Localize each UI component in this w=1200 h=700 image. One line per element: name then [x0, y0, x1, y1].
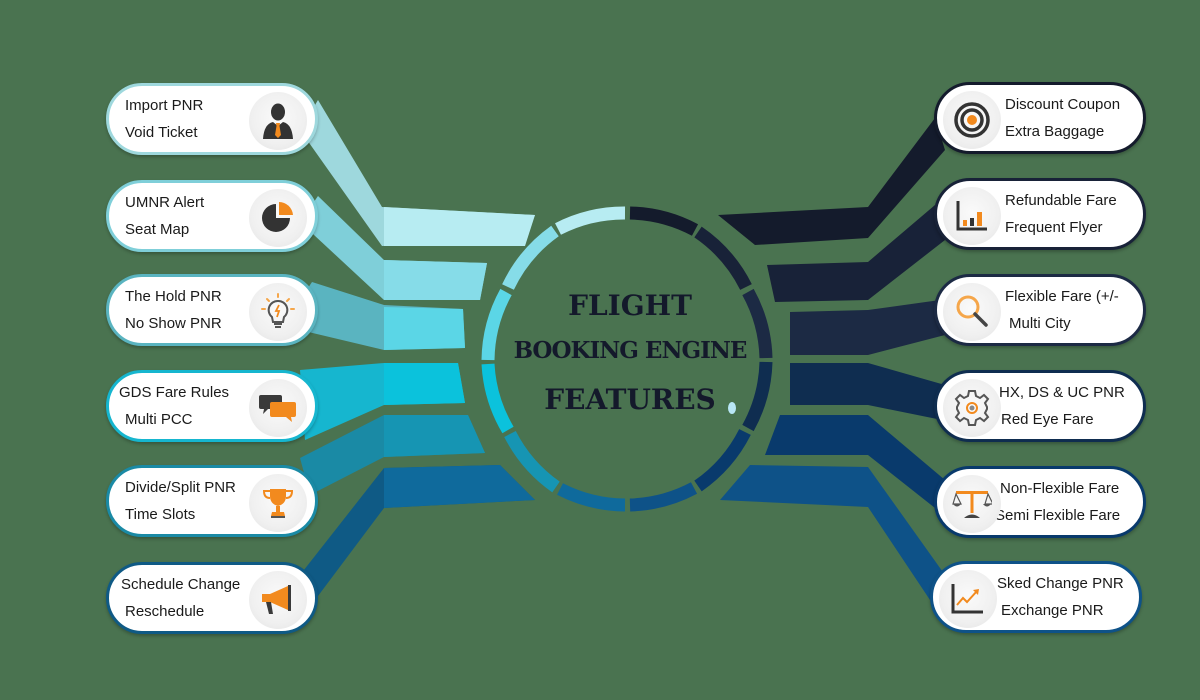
feature-label: Semi Flexible Fare: [995, 507, 1121, 524]
ring-seg-left-1: [555, 206, 626, 235]
ring-seg-right-6: [629, 482, 698, 512]
feature-card-schedule-change: Schedule Change Reschedule: [106, 562, 318, 634]
feature-label: HX, DS & UC PNR: [999, 384, 1125, 401]
ring-seg-left-5: [504, 430, 560, 493]
scales-icon: [943, 475, 1001, 533]
ring-seg-right-4: [742, 361, 773, 432]
lightbulb-icon: [249, 283, 307, 341]
feature-label: UMNR Alert: [125, 194, 205, 211]
feature-label: GDS Fare Rules: [119, 384, 230, 401]
feature-label: Import PNR: [125, 97, 204, 114]
feature-card-gds-fare-rules: GDS Fare Rules Multi PCC: [106, 370, 318, 442]
center-ring: [481, 206, 773, 512]
feature-card-refundable-fare: Refundable Fare Frequent Flyer: [934, 178, 1146, 250]
feature-card-hx-ds-uc-pnr: HX, DS & UC PNR Red Eye Fare: [934, 370, 1146, 442]
title-line-2: BOOKING ENGINE: [513, 337, 748, 364]
ring-seg-left-2: [502, 225, 559, 290]
feature-label: No Show PNR: [125, 315, 222, 332]
feature-label: Multi City: [1009, 315, 1071, 332]
connector-right-5: [765, 415, 945, 508]
connector-left-1-front: [384, 207, 535, 246]
connector-left-3-front: [384, 307, 465, 350]
connector-right-2: [767, 205, 945, 302]
trophy-icon: [249, 474, 307, 532]
gear-icon: [943, 379, 1001, 437]
growth-chart-icon: [939, 570, 997, 628]
feature-label: Non-Flexible Fare: [1000, 480, 1120, 497]
feature-label: Exchange PNR: [1001, 602, 1104, 619]
ring-seg-left-3: [481, 288, 512, 361]
feature-card-non-flexible-fare: Non-Flexible Fare Semi Flexible Fare: [934, 466, 1146, 538]
chat-bubbles-icon: [249, 379, 307, 437]
feature-label: Schedule Change: [121, 576, 241, 593]
businessman-icon: [249, 92, 307, 150]
connector-right-1: [718, 118, 945, 245]
feature-label: Extra Baggage: [1005, 123, 1105, 140]
feature-label: Divide/Split PNR: [125, 479, 236, 496]
feature-label: Multi PCC: [125, 411, 193, 428]
feature-label: Seat Map: [125, 221, 190, 238]
water-drop-decoration: [728, 402, 736, 414]
feature-label: Time Slots: [125, 506, 196, 523]
feature-label: Refundable Fare: [1005, 192, 1117, 209]
feature-card-import-pnr: Import PNR Void Ticket: [106, 83, 318, 155]
megaphone-icon: [249, 571, 307, 629]
right-connectors: [718, 118, 945, 600]
ring-seg-right-2: [694, 226, 752, 291]
connector-right-6: [720, 465, 945, 600]
connector-left-5-front: [384, 415, 485, 457]
target-icon: [943, 91, 1001, 149]
feature-label: Discount Coupon: [1005, 96, 1121, 113]
feature-card-umnr-alert: UMNR Alert Seat Map: [106, 180, 318, 252]
feature-label: Void Ticket: [125, 124, 198, 141]
connector-right-4: [790, 363, 945, 420]
feature-label: Red Eye Fare: [1001, 411, 1094, 428]
feature-card-hold-pnr: The Hold PNR No Show PNR: [106, 274, 318, 346]
bar-chart-icon: [943, 187, 1001, 245]
feature-label: The Hold PNR: [125, 288, 222, 305]
connector-right-3: [790, 300, 945, 355]
title-line-3: FEATURES: [544, 383, 716, 416]
pie-chart-icon: [249, 189, 307, 247]
ring-seg-right-1: [629, 206, 699, 236]
feature-label: Flexible Fare (+/-: [1005, 288, 1119, 305]
feature-label: Sked Change PNR: [997, 575, 1124, 592]
connector-left-2-front: [384, 260, 487, 300]
feature-card-divide-split-pnr: Divide/Split PNR Time Slots: [106, 465, 318, 537]
feature-card-discount-coupon: Discount Coupon Extra Baggage: [934, 82, 1146, 154]
feature-card-flexible-fare: Flexible Fare (+/- Multi City: [934, 274, 1146, 346]
title-line-1: FLIGHT: [568, 289, 692, 322]
connector-left-1: [300, 100, 535, 246]
ring-seg-left-4: [481, 363, 514, 434]
feature-label: Reschedule: [125, 603, 205, 620]
ring-seg-right-3: [742, 288, 773, 359]
connector-left-4-front: [384, 363, 465, 405]
ring-seg-right-5: [694, 428, 751, 492]
connector-left-6-front: [384, 465, 535, 508]
feature-label: Frequent Flyer: [1005, 219, 1103, 236]
left-connectors: [300, 100, 535, 600]
ring-seg-left-6: [557, 483, 626, 512]
feature-card-sked-change-pnr: Sked Change PNR Exchange PNR: [930, 561, 1142, 633]
magnifier-icon: [943, 283, 1001, 341]
